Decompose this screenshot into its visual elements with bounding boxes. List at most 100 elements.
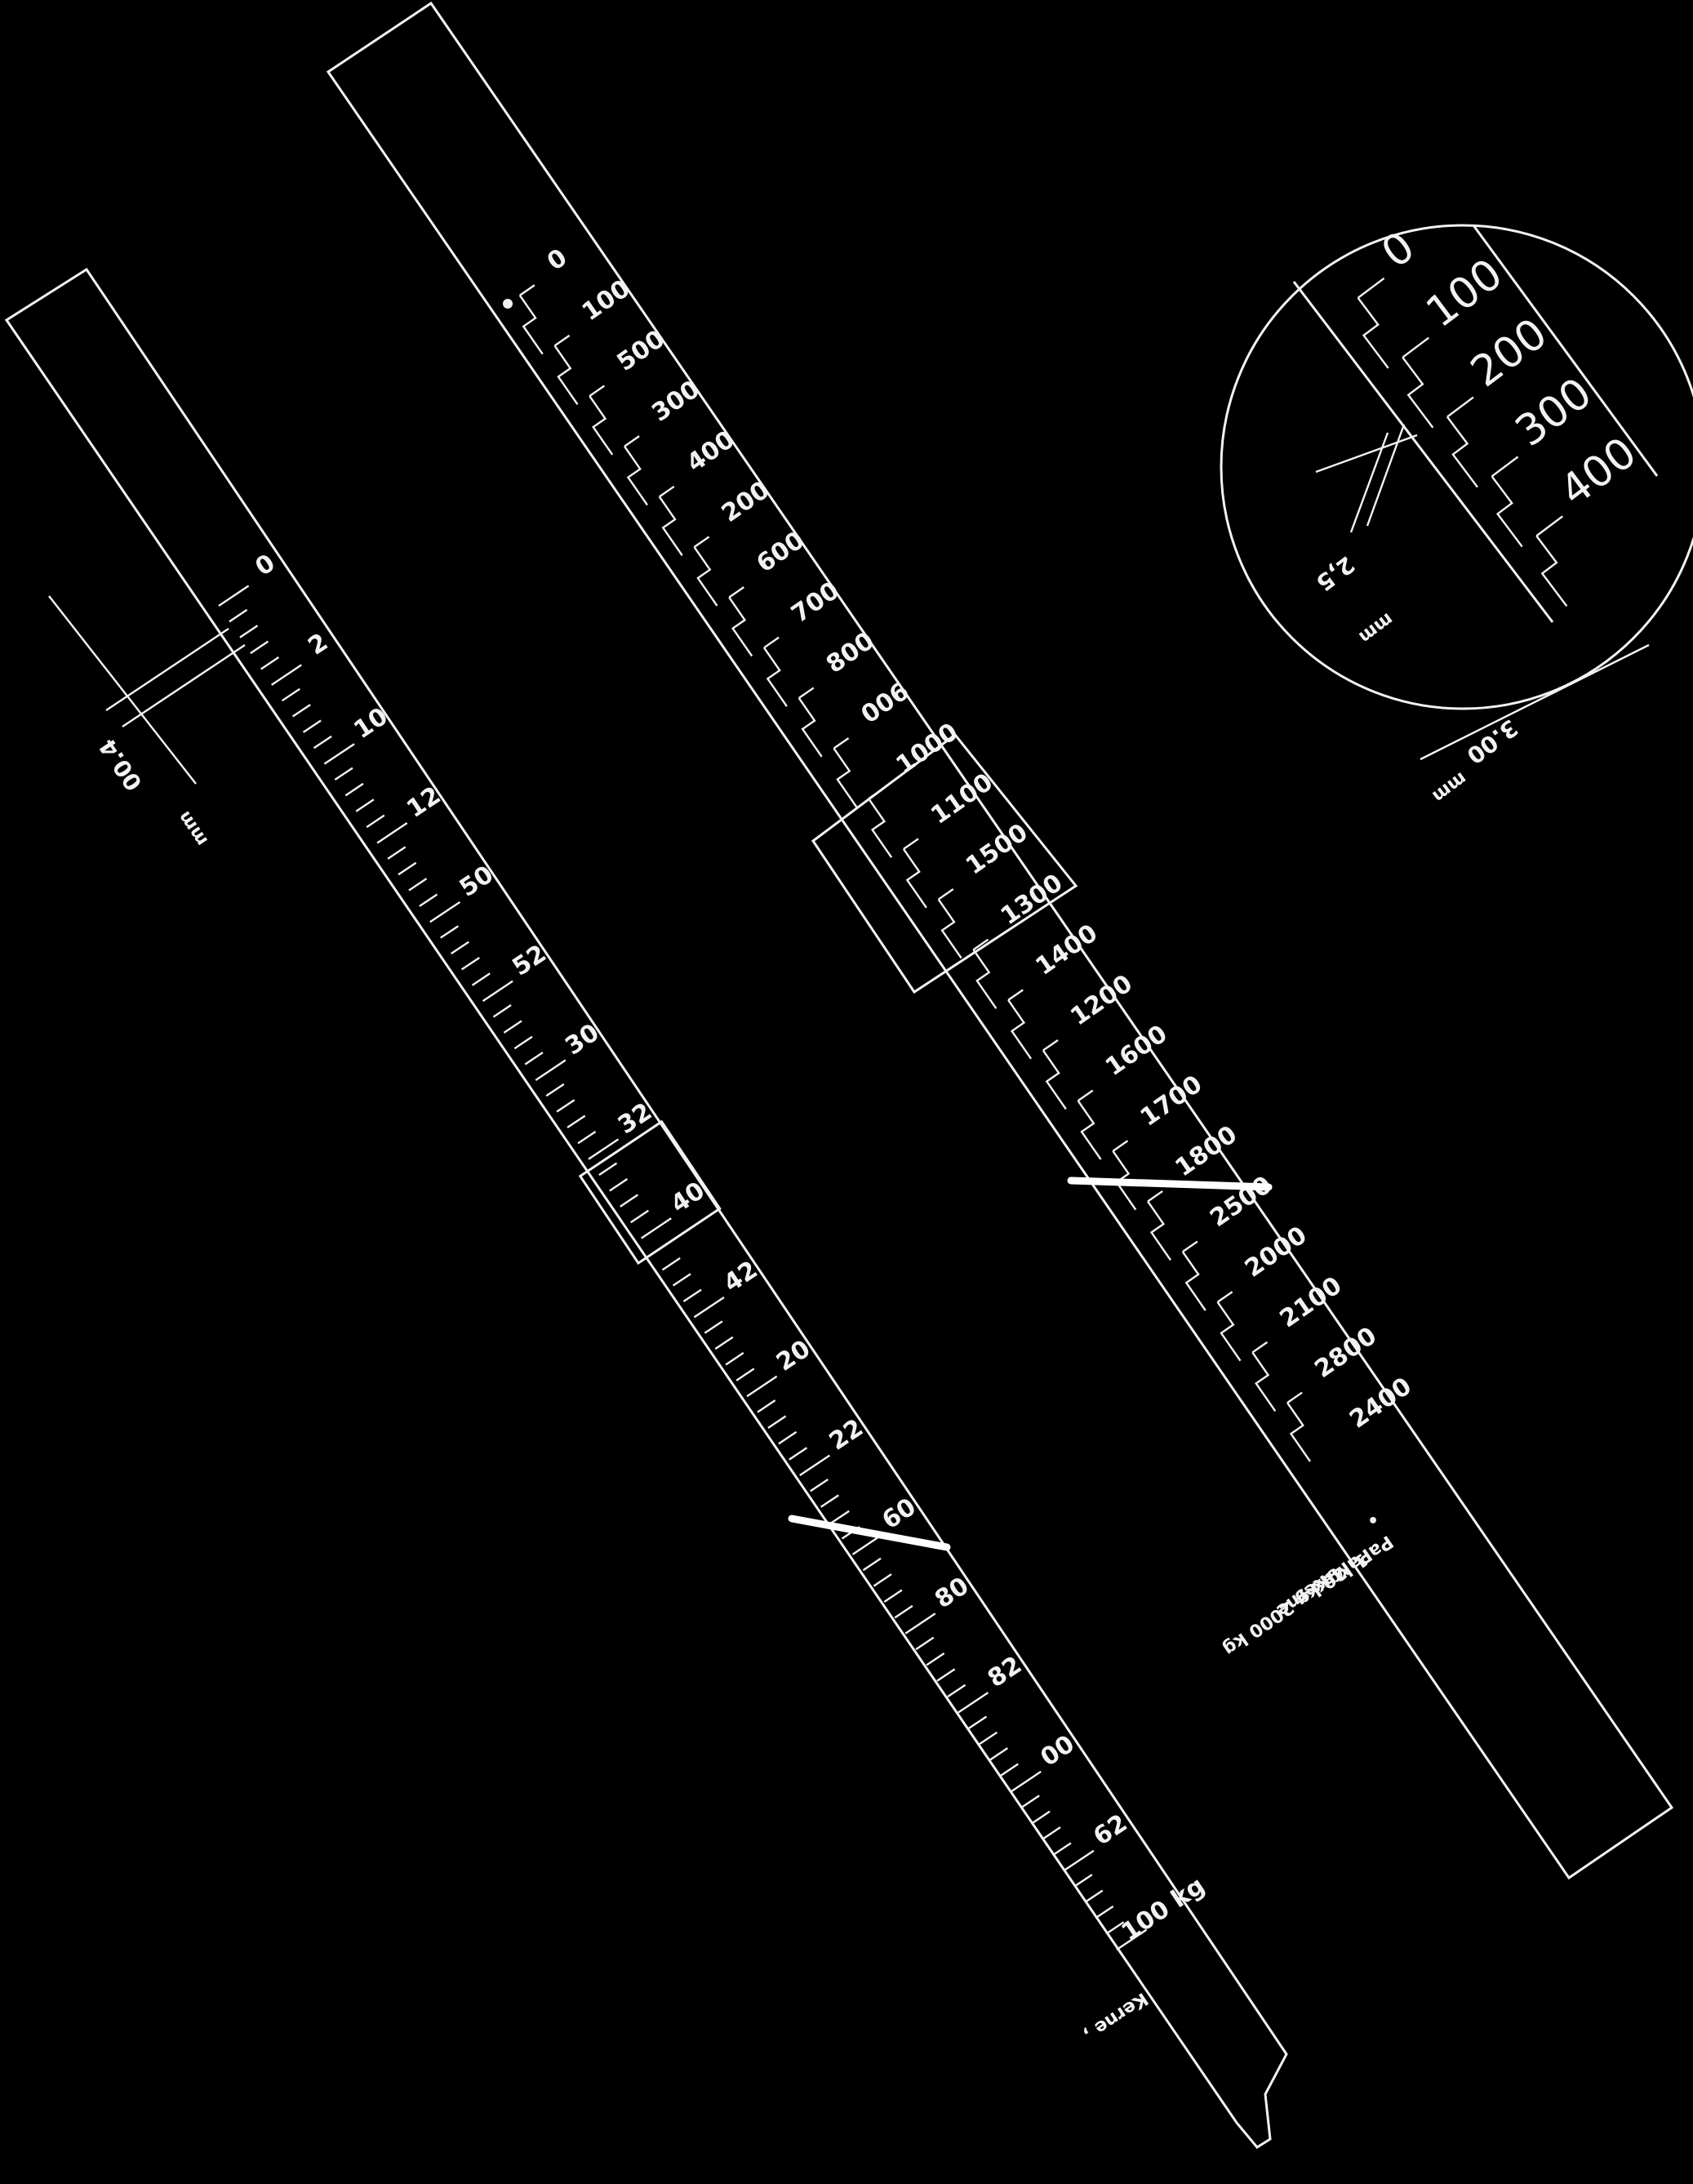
- step-segment: [553, 345, 579, 405]
- scale-label: 2400: [1344, 1372, 1417, 1434]
- minor-tick: [302, 719, 322, 733]
- step-segment: [1112, 1150, 1137, 1211]
- major-tick: [903, 838, 919, 850]
- dim-ext-1: [1349, 432, 1389, 533]
- minor-tick: [556, 1099, 575, 1113]
- major-tick: [1007, 989, 1024, 1001]
- zoom-step: [1446, 416, 1478, 488]
- step-segment: [1251, 1351, 1277, 1412]
- zero-dot: [503, 299, 513, 309]
- minor-tick: [1105, 1921, 1125, 1935]
- minor-tick: [334, 767, 353, 781]
- minor-tick: [1042, 1826, 1061, 1840]
- minor-tick: [672, 1273, 691, 1287]
- major-tick: [1251, 1341, 1269, 1354]
- minor-tick: [260, 656, 280, 670]
- minor-tick: [451, 941, 469, 955]
- minor-tick: [355, 798, 375, 812]
- minor-tick: [1073, 1874, 1093, 1888]
- scale-label: 200: [717, 476, 775, 528]
- scale-label: 50: [455, 861, 499, 903]
- minor-tick: [250, 640, 269, 655]
- scale-label: 12: [402, 781, 446, 824]
- dim-ext-2: [1366, 424, 1406, 527]
- major-tick: [693, 1296, 725, 1319]
- minor-tick: [926, 1652, 945, 1666]
- minor-tick: [979, 1731, 998, 1746]
- major-tick: [1112, 1140, 1129, 1152]
- major-tick: [589, 385, 606, 398]
- minor-tick: [936, 1668, 956, 1682]
- minor-tick: [344, 782, 364, 797]
- dim-line: [48, 595, 197, 785]
- minor-tick: [513, 1035, 533, 1050]
- zoom-step: [1402, 356, 1434, 429]
- minor-tick: [1031, 1810, 1051, 1825]
- minor-tick: [577, 1130, 597, 1145]
- zoom-ruler-edge: [1292, 281, 1554, 623]
- step-segment: [1216, 1301, 1242, 1362]
- minor-tick: [1095, 1905, 1114, 1919]
- minor-tick: [503, 1020, 522, 1034]
- step-segment: [1007, 999, 1033, 1060]
- major-tick: [519, 284, 535, 296]
- left-ruler-outline: [4, 267, 1288, 2149]
- scale-label: 30: [560, 1018, 604, 1061]
- dim-line-small: [1315, 434, 1418, 474]
- major-tick: [1010, 1770, 1042, 1793]
- scale-label: 2800: [1309, 1322, 1382, 1384]
- minor-tick: [810, 1478, 829, 1492]
- zoom-label: 100: [1417, 250, 1511, 338]
- major-tick: [376, 822, 408, 844]
- step-segment: [1286, 1402, 1311, 1462]
- major-tick: [482, 980, 513, 1003]
- step-segment: [1077, 1100, 1102, 1160]
- step-segment: [658, 496, 683, 556]
- zoom-step: [1491, 475, 1523, 548]
- scale-label: 800: [821, 626, 879, 678]
- dim-small-unit: mm: [1355, 608, 1398, 647]
- minor-tick: [408, 878, 428, 892]
- major-tick: [271, 664, 302, 686]
- minor-tick: [725, 1352, 744, 1366]
- minor-tick: [778, 1430, 798, 1445]
- major-tick: [624, 435, 640, 447]
- minor-tick: [735, 1368, 755, 1381]
- major-tick: [1147, 1190, 1163, 1203]
- step-segment: [693, 546, 718, 607]
- dim-ext-b: [122, 644, 246, 727]
- minor-tick: [1020, 1795, 1040, 1808]
- major-tick: [693, 536, 710, 548]
- scale-label: 100: [577, 274, 635, 327]
- major-tick: [429, 901, 461, 923]
- minor-tick: [989, 1747, 1008, 1761]
- dim-small-value: 2,5: [1311, 550, 1359, 596]
- minor-tick: [704, 1320, 723, 1334]
- major-tick: [1216, 1291, 1233, 1303]
- major-tick: [323, 743, 355, 765]
- dim-large-unit: mm: [1429, 767, 1471, 807]
- minor-tick: [387, 846, 407, 860]
- scale-label: 0: [251, 549, 281, 582]
- major-tick: [588, 1138, 620, 1160]
- minor-tick: [281, 687, 300, 702]
- minor-tick: [820, 1494, 839, 1508]
- major-tick: [798, 687, 815, 699]
- step-segment: [937, 898, 962, 959]
- right-ruler-outline: [326, 1, 1674, 1880]
- scale-label: 10: [349, 702, 393, 745]
- minor-tick: [630, 1209, 649, 1224]
- major-tick: [746, 1375, 778, 1398]
- left-ruler-caption: Kerne ,: [1080, 1988, 1152, 2045]
- minor-tick: [567, 1114, 586, 1129]
- left-dimension-value: 00.4: [94, 734, 148, 796]
- minor-tick: [789, 1447, 808, 1461]
- minor-tick: [714, 1336, 734, 1350]
- minor-tick: [313, 735, 332, 749]
- step-segment: [902, 848, 927, 909]
- minor-tick: [830, 1510, 850, 1524]
- major-tick: [763, 636, 780, 649]
- minor-tick: [767, 1415, 787, 1429]
